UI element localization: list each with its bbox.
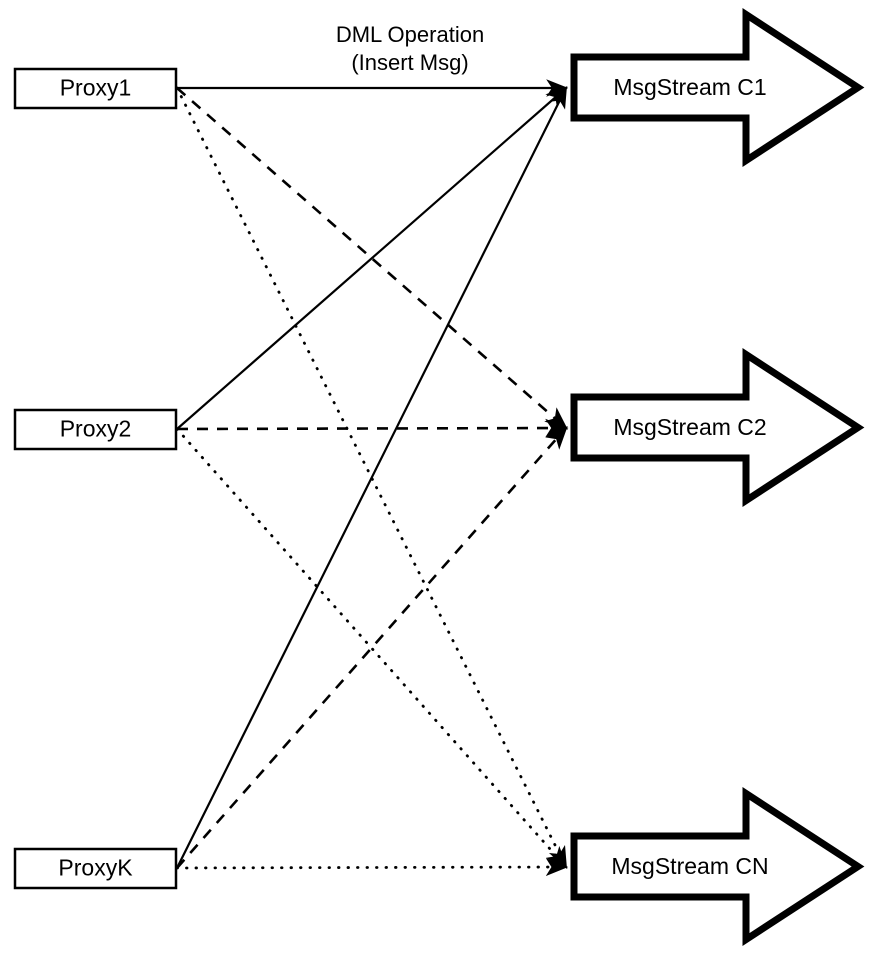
block-arrow-icon — [570, 787, 865, 946]
msgstream-node-c2[interactable]: MsgStream C2 — [570, 348, 865, 507]
connector-line-solid — [176, 86, 567, 869]
proxy-label: ProxyK — [58, 855, 133, 881]
connector-line-dashed — [176, 87, 568, 430]
proxy-label: Proxy2 — [60, 416, 132, 442]
proxy-label: Proxy1 — [60, 75, 132, 101]
msgstream-node-layer: MsgStream C1 MsgStream C2 MsgStream CN — [570, 8, 865, 946]
proxy-box — [13, 408, 178, 451]
edge-annotation: DML Operation (Insert Msg) — [336, 22, 484, 75]
connector-proxyK-to-c2 — [176, 426, 568, 869]
dml-operation-label: DML Operation — [336, 22, 484, 47]
connector-proxy2-to-c2 — [176, 418, 569, 438]
block-arrow-icon — [570, 348, 865, 507]
msgstream-label: MsgStream C1 — [613, 74, 766, 100]
connector-proxy1-to-c2 — [176, 87, 568, 430]
proxy-box — [13, 847, 178, 890]
connector-proxyK-to-c1 — [176, 86, 567, 869]
connector-line-solid — [176, 86, 568, 430]
msgstream-node-cn[interactable]: MsgStream CN — [570, 787, 865, 946]
connector-proxy2-to-c1 — [176, 86, 568, 430]
proxy-node-proxyK[interactable]: ProxyK — [13, 847, 178, 890]
proxy-node-proxy2[interactable]: Proxy2 — [13, 408, 178, 451]
connector-line-dotted — [175, 858, 569, 877]
connector-layer — [175, 79, 569, 877]
proxy-box — [13, 67, 178, 110]
connector-proxyK-to-cn — [175, 858, 569, 877]
msgstream-label: MsgStream CN — [611, 853, 768, 879]
msgstream-label: MsgStream C2 — [613, 414, 766, 440]
connector-line-dashed — [176, 426, 568, 869]
msgstream-node-c1[interactable]: MsgStream C1 — [570, 8, 865, 167]
block-arrow-icon — [570, 8, 865, 167]
proxy-node-proxy1[interactable]: Proxy1 — [13, 67, 178, 110]
insert-msg-label: (Insert Msg) — [351, 50, 468, 75]
connector-line-dashed — [176, 418, 569, 438]
